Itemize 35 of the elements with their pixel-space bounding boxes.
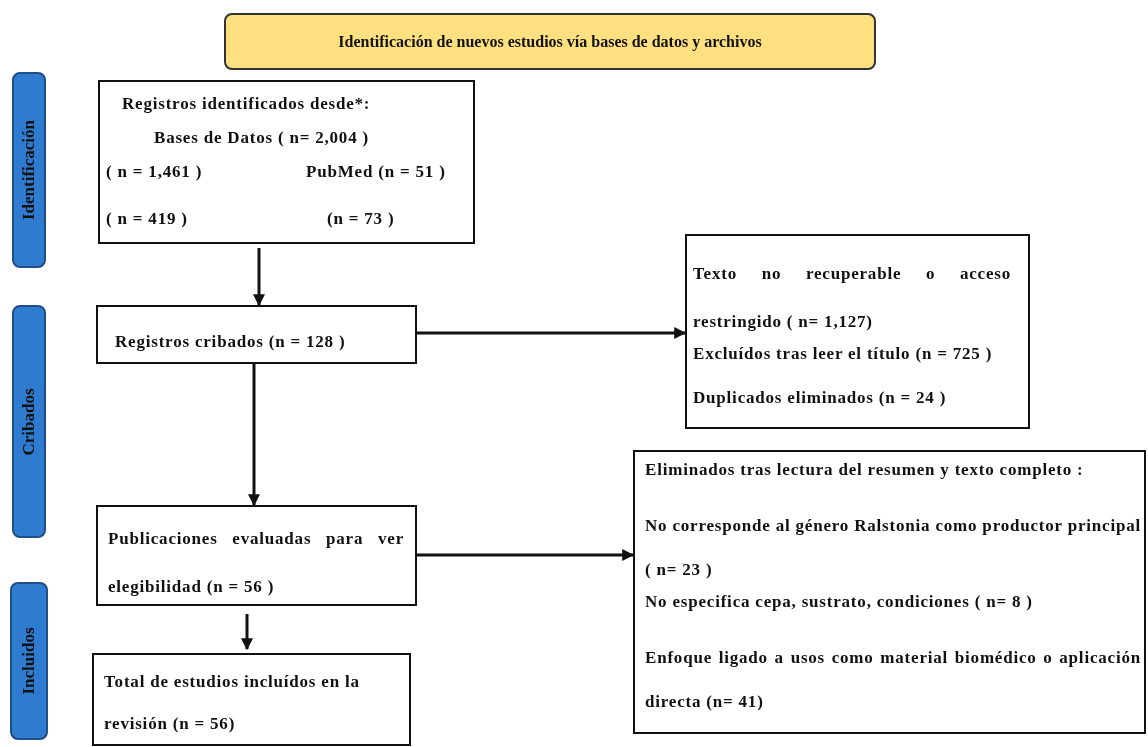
process-box bbox=[96, 505, 417, 606]
arrow bbox=[417, 327, 687, 339]
phase-label: Incluidos bbox=[19, 627, 39, 695]
box-text: ( n = 1,461 ) bbox=[106, 162, 203, 183]
box-text: ( n = 419 ) bbox=[106, 209, 188, 230]
box-text: Registros cribados (n = 128 ) bbox=[115, 332, 346, 353]
arrow bbox=[248, 364, 260, 507]
box-text: Total de estudios incluídos en la revisión (n = 56) bbox=[104, 671, 361, 735]
title-banner bbox=[224, 13, 876, 70]
process-box bbox=[633, 450, 1146, 734]
box-text: Duplicados eliminados (n = 24 ) bbox=[693, 388, 947, 409]
arrow bbox=[417, 549, 635, 561]
box-text: Texto no recuperable o acceso restringido ( n= 1,127) bbox=[693, 263, 1011, 333]
phase-label: Identificación bbox=[19, 119, 39, 221]
phase-label: Cribados bbox=[19, 387, 39, 456]
title-text: Identificación de nuevos estudios vía bases de datos y archivos bbox=[338, 32, 762, 51]
box-text: Enfoque ligado a usos como material biomédico o aplicación directa (n= 41) bbox=[645, 647, 1141, 713]
process-box bbox=[96, 305, 417, 364]
phase-label-tab bbox=[12, 72, 46, 268]
box-text: Eliminados tras lectura del resumen y texto completo : bbox=[645, 460, 1084, 481]
box-text: Bases de Datos ( n= 2,004 ) bbox=[154, 128, 369, 149]
arrow bbox=[241, 614, 253, 651]
process-box bbox=[685, 234, 1030, 429]
phase-label-tab bbox=[10, 582, 48, 740]
box-text: No corresponde al género Ralstonia como productor principal ( n= 23 ) bbox=[645, 515, 1141, 581]
box-text: PubMed (n = 51 ) bbox=[306, 162, 446, 183]
arrow bbox=[253, 248, 265, 307]
box-text: Publicaciones evaluadas para ver elegibilidad (n = 56 ) bbox=[108, 528, 404, 598]
phase-label-tab bbox=[12, 305, 46, 538]
box-text: No especifica cepa, sustrato, condiciones ( n= 8 ) bbox=[645, 592, 1033, 613]
process-box bbox=[92, 653, 411, 746]
process-box bbox=[98, 80, 475, 244]
box-text: Excluídos tras leer el título (n = 725 ) bbox=[693, 344, 993, 365]
box-text: (n = 73 ) bbox=[327, 209, 395, 230]
box-text: Registros identificados desde*: bbox=[122, 94, 371, 115]
